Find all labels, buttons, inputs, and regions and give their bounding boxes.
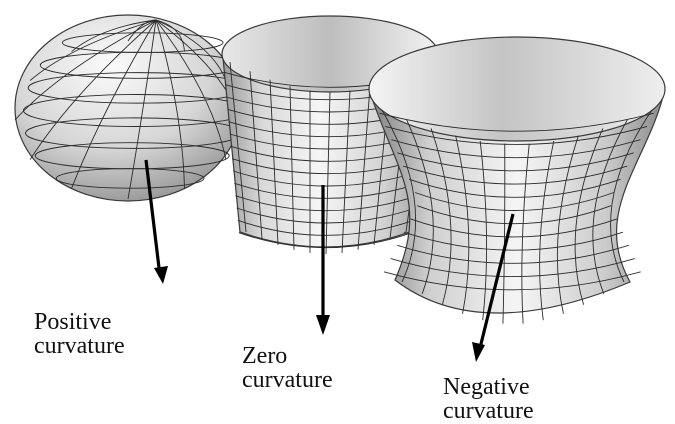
grid-line xyxy=(155,19,185,52)
grid-line xyxy=(385,125,648,145)
grid-line xyxy=(341,90,351,253)
negative-label-line1: Negative xyxy=(443,374,530,400)
zero-label-line1: Zero xyxy=(242,343,288,369)
grid-line xyxy=(521,143,530,324)
grid-line xyxy=(14,19,157,121)
grid-line xyxy=(127,19,157,42)
grid-line xyxy=(71,19,157,52)
grid-line xyxy=(479,140,488,321)
grid-line xyxy=(238,232,413,249)
grid-line xyxy=(556,135,579,314)
grid-line xyxy=(410,218,618,238)
grid-line xyxy=(430,128,452,305)
grid-line xyxy=(610,109,653,283)
grid-line xyxy=(417,205,612,225)
positive-label-line1: Positive xyxy=(34,309,112,335)
grid-line xyxy=(155,19,227,81)
grid-line xyxy=(406,119,434,294)
positive-curvature-label: Positive curvature xyxy=(34,310,125,358)
grid-line xyxy=(237,219,414,236)
grid-line xyxy=(229,61,247,233)
grid-line xyxy=(269,79,279,245)
grid-line xyxy=(383,271,641,291)
grid-line xyxy=(289,86,295,250)
grid-line xyxy=(155,19,185,189)
negative-arrow-head xyxy=(472,342,485,362)
grid-line xyxy=(403,231,624,251)
zero-curvature-label: Zero curvature xyxy=(242,344,333,392)
grid-line xyxy=(397,244,629,264)
grid-line xyxy=(455,135,470,314)
arrows xyxy=(144,159,515,362)
positive-arrow-head xyxy=(154,266,168,284)
grid-line xyxy=(592,119,628,294)
zero-arrow-head xyxy=(316,315,330,335)
grid-line xyxy=(414,192,615,211)
grid-line xyxy=(29,19,157,81)
negative-label-line2: curvature xyxy=(443,398,534,424)
grid-line xyxy=(539,140,555,321)
grid-line xyxy=(409,178,621,198)
sphere-surface xyxy=(14,14,250,202)
grid-line xyxy=(249,71,263,239)
zero-label-line2: curvature xyxy=(242,367,333,393)
grid-line xyxy=(391,139,641,159)
grid-line xyxy=(390,258,635,278)
grid-line xyxy=(233,170,422,187)
grid-line xyxy=(379,112,654,132)
negative-arrow xyxy=(478,213,515,349)
grid-line xyxy=(29,19,157,160)
grid-line xyxy=(71,19,157,189)
grid-line xyxy=(397,152,634,172)
grid-line xyxy=(381,109,416,283)
hyperboloid-surface xyxy=(368,36,666,324)
grid-line xyxy=(127,19,157,200)
grid-line xyxy=(357,86,371,250)
positive-arrow xyxy=(144,159,162,277)
grid-line xyxy=(234,182,420,199)
grid-line xyxy=(502,143,506,324)
grid-line xyxy=(574,128,604,305)
grid-line xyxy=(403,165,628,185)
grid-line xyxy=(236,207,416,224)
grid-line xyxy=(325,91,331,255)
positive-label-line2: curvature xyxy=(34,333,125,359)
negative-curvature-label: Negative curvature xyxy=(443,375,534,423)
grid-line xyxy=(155,19,227,160)
grid-line xyxy=(235,195,418,212)
